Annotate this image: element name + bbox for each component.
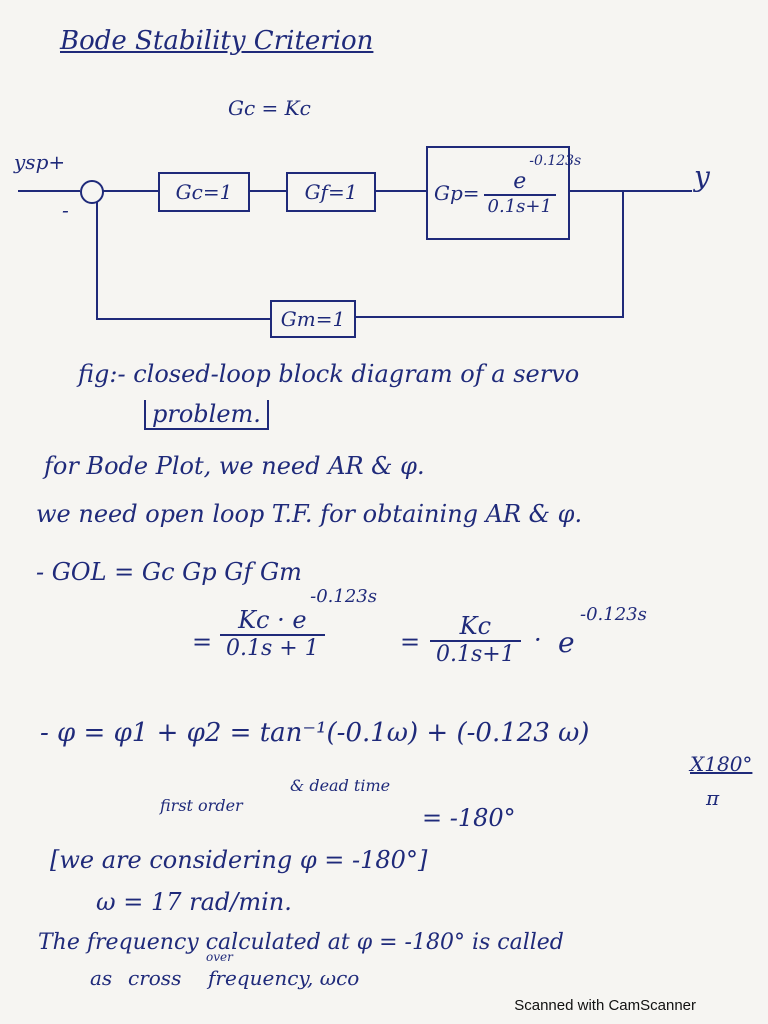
phi-equation: - φ = φ1 + φ2 = tan⁻¹(-0.1ω) + (-0.123 ω…: [40, 718, 590, 748]
caption-line1: fig:- closed-loop block diagram of a ser…: [78, 360, 580, 388]
gp-label: Gp=: [434, 181, 480, 205]
input-label: ysp+: [14, 150, 66, 174]
frac1-num-text: Kc · e: [238, 606, 307, 634]
minus-sign: -: [62, 198, 69, 222]
feedback-down: [622, 190, 624, 318]
note-line2: we need open loop T.F. for obtaining AR …: [36, 500, 583, 528]
x180-label: X180°: [690, 752, 753, 776]
e-term: e: [558, 626, 575, 659]
line-gc-gf: [248, 190, 286, 192]
first-order-label: first order: [160, 796, 243, 815]
gm-block: Gm=1: [270, 300, 356, 338]
fraction-2: Kc 0.1s+1: [430, 612, 521, 667]
dot-sign: ·: [534, 626, 542, 654]
frequency-cross: cross: [128, 966, 182, 990]
eq2-sign: =: [400, 628, 421, 656]
caption-line2: problem.: [144, 400, 269, 430]
frac2-numerator: Kc: [459, 612, 492, 640]
minus-180-label: = -180°: [422, 804, 516, 832]
omega-value: ω = 17 rad/min.: [96, 888, 292, 916]
pi-label: π: [706, 786, 720, 810]
frac1-numerator: Kc · e -0.123s: [232, 586, 377, 634]
feedback-right: [354, 316, 624, 318]
gp-exponent: -0.123s: [529, 153, 582, 169]
frequency-rest: frequency, ωco: [208, 966, 360, 990]
e-exponent: -0.123s: [580, 604, 647, 625]
fraction-1: Kc · e -0.123s 0.1s + 1: [220, 586, 377, 661]
note-line1: for Bode Plot, we need AR & φ.: [44, 452, 425, 480]
scanner-footer: Scanned with CamScanner: [514, 997, 696, 1014]
frac1-exponent: -0.123s: [310, 586, 377, 607]
output-line: [568, 190, 692, 192]
summing-junction: [80, 180, 104, 204]
page-title: Bode Stability Criterion: [60, 26, 374, 56]
frac1-denominator: 0.1s + 1: [220, 634, 325, 661]
gp-e: e: [513, 169, 527, 194]
feedback-up: [96, 202, 98, 320]
gf-block: Gf=1: [286, 172, 376, 212]
line-gf-gp: [374, 190, 426, 192]
note-line3: - GOL = Gc Gp Gf Gm: [36, 558, 302, 586]
gp-fraction: e -0.123s 0.1s+1: [483, 153, 581, 217]
dead-time-label: & dead time: [290, 776, 391, 795]
gp-denominator: 0.1s+1: [483, 194, 556, 217]
frac2-denominator: 0.1s+1: [430, 640, 521, 667]
output-label: y: [694, 160, 710, 193]
gp-numerator: e -0.123s: [513, 153, 581, 194]
frequency-as: as: [90, 966, 113, 990]
frequency-line1: The frequency calculated at φ = -180° is…: [38, 930, 564, 955]
gp-block: Gp= e -0.123s 0.1s+1: [426, 146, 581, 240]
kc-note: Gc = Kc: [228, 96, 311, 120]
gc-block: Gc=1: [158, 172, 250, 212]
line-to-gc: [102, 190, 158, 192]
eq-prefix: =: [192, 628, 213, 656]
input-line: [18, 190, 80, 192]
considering-note: [we are considering φ = -180°]: [50, 846, 428, 874]
feedback-left: [98, 318, 270, 320]
frequency-over: over: [206, 950, 233, 964]
